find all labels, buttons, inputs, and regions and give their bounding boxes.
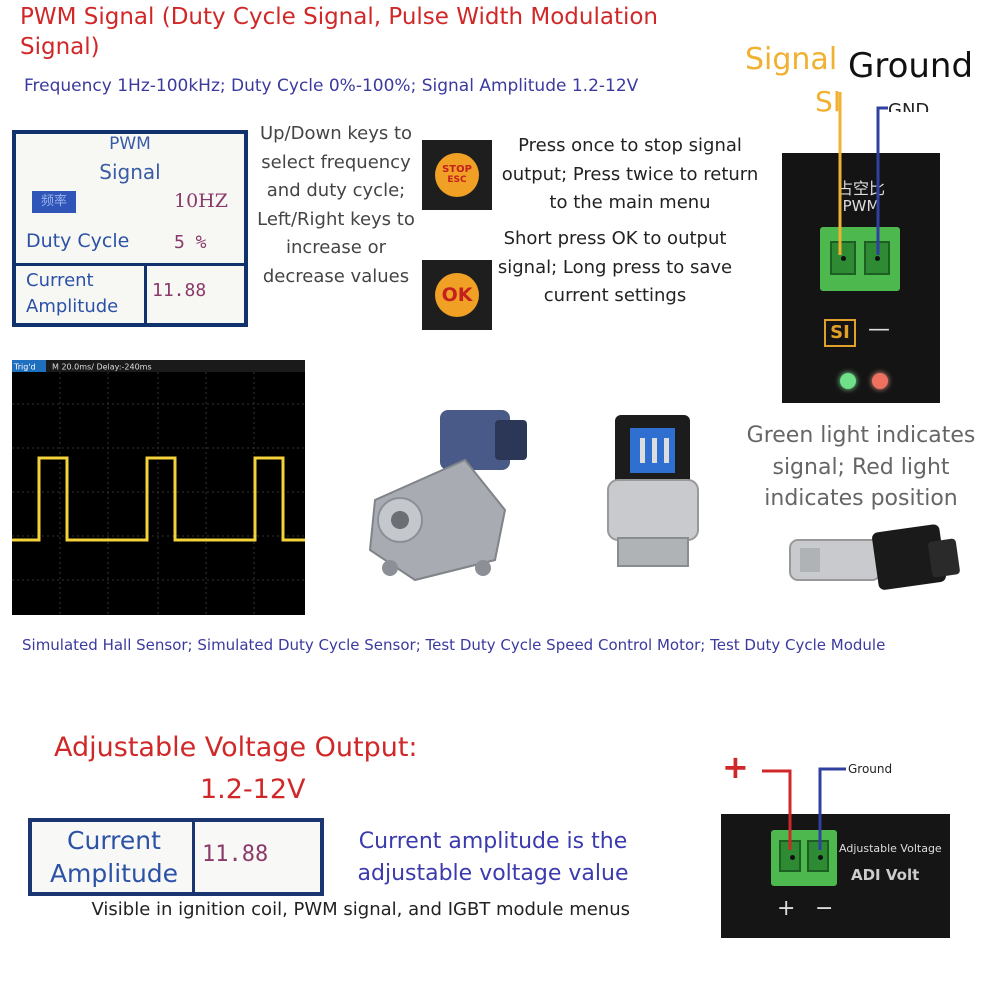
adjustable-title: Adjustable Voltage Output:	[54, 732, 418, 763]
adj-terminal-block[interactable]	[771, 830, 837, 886]
hall-sensor-connector	[872, 524, 946, 590]
lcd-amp-value: 11.88	[152, 280, 207, 301]
valve-connector	[440, 410, 510, 470]
lcd-duty-value: 5 %	[174, 232, 207, 253]
adj-volt-label: ADJ Volt	[851, 866, 920, 880]
adjustable-range: 1.2-12V	[200, 774, 306, 805]
ok-description: Short press OK to output signal; Long pr…	[497, 228, 733, 306]
lcd-amplitude-row: Current Amplitude 11.88	[16, 263, 244, 326]
signal-label: Signal	[745, 42, 838, 77]
adjustable-voltage-label: Adjustable Voltage	[839, 842, 942, 855]
minus-pin[interactable]	[807, 840, 829, 872]
stop-label: STOP	[442, 164, 472, 175]
lcd-title-pwm: PWM	[109, 134, 151, 154]
board-minus-marker: —	[868, 317, 890, 342]
amp-box-divider	[192, 822, 195, 892]
lcd-duty-label: Duty Cycle	[26, 230, 130, 252]
pwm-waveform-trace	[12, 456, 305, 542]
lcd-screen: PWM Signal 频率 10HZ Duty Cycle 5 % Curren…	[12, 130, 248, 327]
valve-body	[368, 458, 507, 582]
plus-label: +	[722, 748, 749, 786]
sensor-applications: Simulated Hall Sensor; Simulated Duty Cy…	[22, 636, 886, 654]
stop-description: Press once to stop signal output; Press …	[501, 135, 759, 213]
gnd-label: GND	[888, 100, 930, 112]
scope-trig-label: Trig'd	[13, 363, 36, 372]
board-plus-marker: +	[777, 896, 796, 921]
stop-esc-button[interactable]: STOP ESC	[422, 140, 492, 210]
lcd-divider	[144, 266, 147, 326]
hall-sensor-photo	[789, 524, 960, 590]
ground-pin[interactable]	[864, 241, 890, 275]
amp-box-label: Current Amplitude	[49, 826, 179, 888]
page-title: PWM Signal (Duty Cycle Signal, Pulse Wid…	[20, 4, 659, 60]
ok-label: OK	[441, 284, 473, 306]
ground-label: Ground	[848, 46, 974, 86]
lcd-title-signal: Signal	[99, 160, 161, 184]
idle-air-valve-photo	[368, 410, 527, 582]
red-led-icon	[872, 373, 888, 389]
esc-label: ESC	[447, 175, 467, 185]
scope-header-bar	[12, 360, 305, 372]
spec-line: Frequency 1Hz-100kHz; Duty Cycle 0%-100%…	[24, 76, 639, 96]
lcd-freq-value: 10HZ	[174, 190, 228, 212]
si-label: SI	[815, 85, 842, 118]
plus-pin[interactable]	[779, 840, 801, 872]
adj-ground-label: Ground	[848, 762, 893, 776]
green-led-icon	[840, 373, 856, 389]
board-pwm-label: PWM	[842, 197, 880, 215]
lcd-amp-label: Current Amplitude	[26, 270, 119, 317]
pwm-terminal-block[interactable]	[820, 227, 900, 291]
amplitude-box: Current Amplitude 11.88	[28, 818, 324, 896]
board-minus-marker-2: −	[815, 896, 834, 921]
light-description: Green light indicates signal; Red light …	[746, 423, 976, 511]
board-si-marker: SI	[824, 319, 856, 347]
pressure-sensor-photo	[607, 415, 699, 567]
scope-timebase: M 20.0ms/ Delay:-240ms	[52, 363, 152, 372]
duty-cycle-zh-label: 占空比	[836, 179, 885, 198]
adj-voltage-board: Adjustable Voltage ADJ Volt + −	[721, 814, 950, 938]
keys-description: Up/Down keys to select frequency and dut…	[257, 123, 415, 287]
signal-pin[interactable]	[830, 241, 856, 275]
pwm-output-board: 占空比 PWM SI —	[782, 153, 940, 403]
visible-in-menus: Visible in ignition coil, PWM signal, an…	[91, 899, 630, 920]
oscilloscope-screen: Trig'd M 20.0ms/ Delay:-240ms	[12, 360, 305, 615]
sensor-body	[607, 479, 699, 541]
scope-trig-badge	[12, 360, 46, 372]
amp-box-value: 11.88	[202, 842, 269, 867]
ok-button[interactable]: OK	[422, 260, 492, 330]
lcd-freq-label: 频率	[32, 191, 76, 213]
amplitude-description: Current amplitude is the adjustable volt…	[357, 829, 629, 886]
